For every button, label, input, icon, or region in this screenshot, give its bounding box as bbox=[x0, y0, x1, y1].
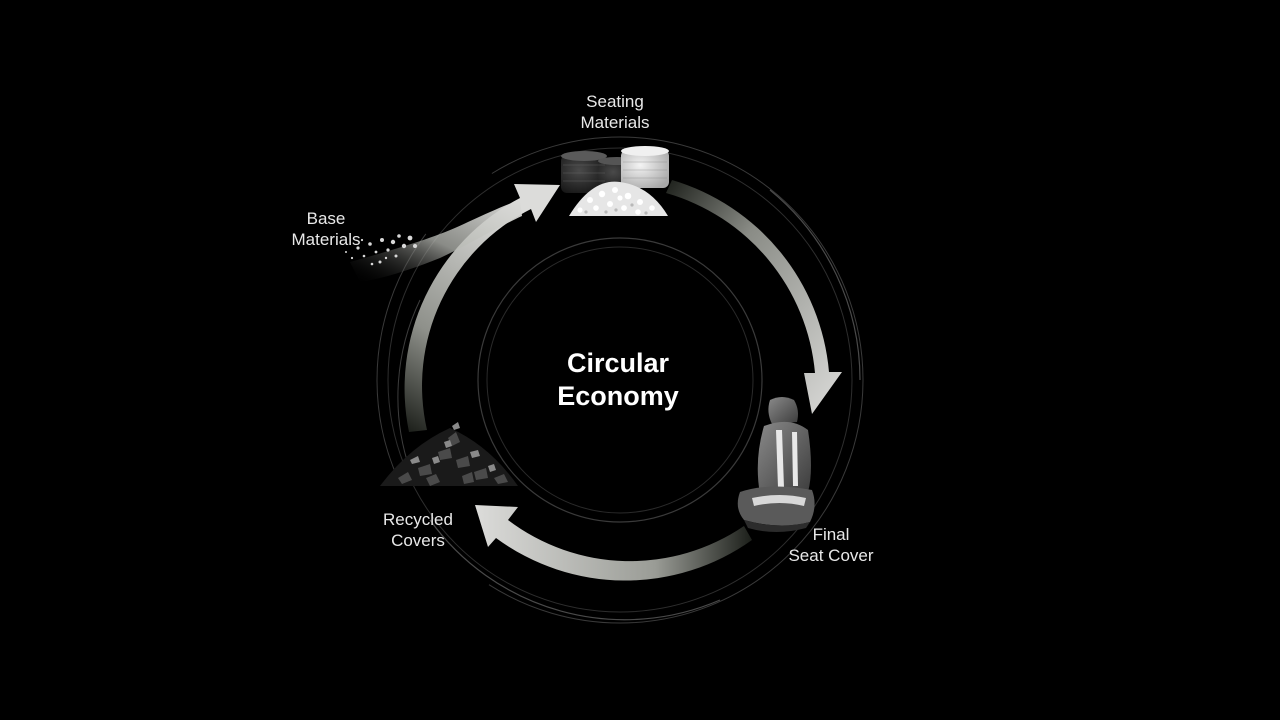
label-base-materials-line2: Materials bbox=[291, 230, 361, 249]
decorative-rings bbox=[376, 136, 864, 624]
label-base-materials-line1: Base bbox=[306, 209, 346, 228]
label-base-materials: Base Materials bbox=[280, 208, 372, 250]
center-title: Circular Economy bbox=[518, 347, 718, 413]
yarn-spools-and-pellets-icon bbox=[561, 146, 669, 216]
center-title-line1: Circular bbox=[566, 348, 670, 378]
base-materials-stream bbox=[345, 200, 522, 282]
label-final-seat-cover-line1: Final bbox=[812, 525, 850, 544]
label-seating-materials: Seating Materials bbox=[568, 91, 662, 133]
label-recycled-covers-line1: Recycled bbox=[383, 510, 453, 529]
label-recycled-covers: Recycled Covers bbox=[370, 509, 466, 551]
label-recycled-covers-line2: Covers bbox=[391, 531, 445, 550]
label-final-seat-cover-line2: Seat Cover bbox=[788, 546, 874, 565]
label-seating-materials-line2: Materials bbox=[580, 113, 650, 132]
arrow-seating-to-seat bbox=[666, 180, 842, 414]
label-final-seat-cover: Final Seat Cover bbox=[780, 524, 882, 566]
shredded-material-pile-icon bbox=[380, 422, 518, 486]
label-seating-materials-line1: Seating bbox=[586, 92, 644, 111]
car-seat-icon bbox=[737, 397, 815, 532]
center-title-line2: Economy bbox=[557, 381, 679, 411]
arrow-seat-to-recycled bbox=[475, 505, 752, 581]
